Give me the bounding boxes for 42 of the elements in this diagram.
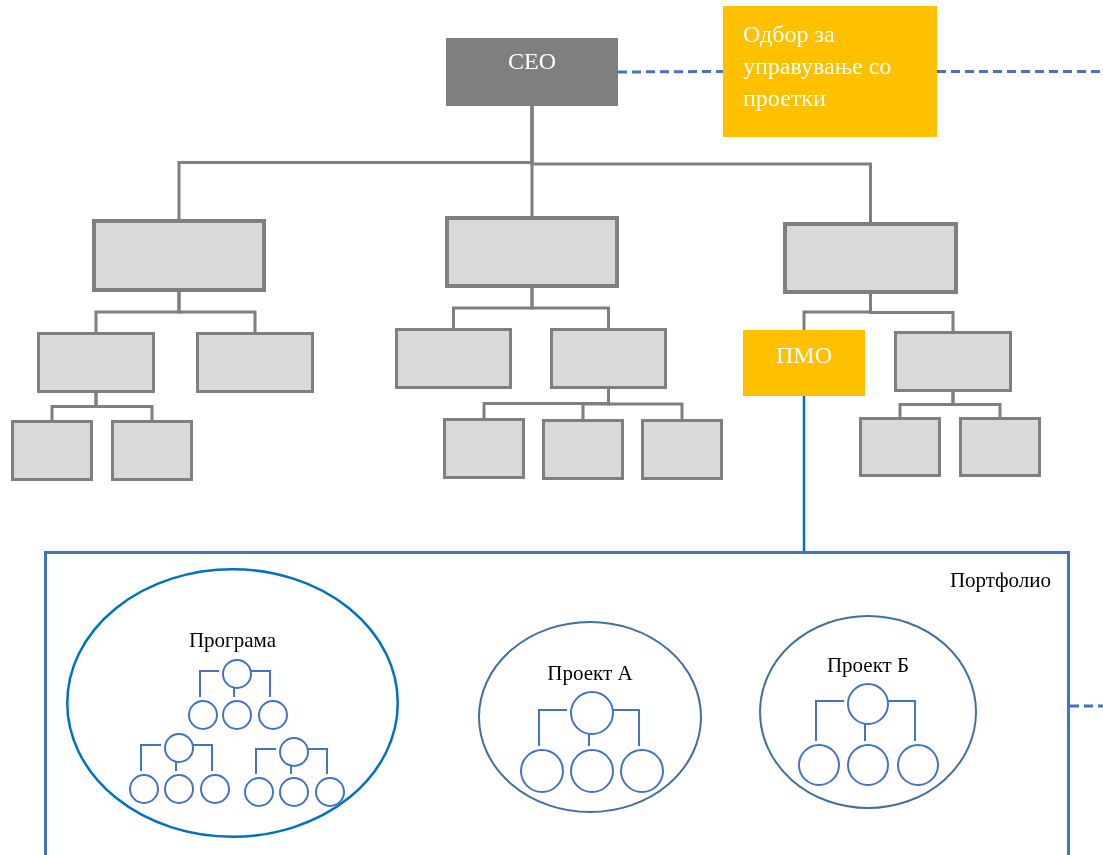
- connector-line: [255, 748, 277, 775]
- org-box: [111, 420, 193, 481]
- org-box: [542, 419, 624, 480]
- org-box: [959, 417, 1041, 477]
- committee-box: [723, 6, 937, 137]
- org-box: [859, 417, 941, 477]
- org-box: [641, 419, 723, 480]
- org-box: [92, 219, 266, 292]
- connector-line: [199, 670, 220, 698]
- org-box: [196, 332, 314, 393]
- ellipse-title: Проект А: [546, 661, 634, 686]
- role-box: [446, 38, 618, 106]
- connector-line: [869, 294, 955, 331]
- ellipse-title: Програма: [187, 628, 278, 653]
- box-label: ПМО: [775, 342, 833, 369]
- org-box: [894, 331, 1012, 392]
- connector-line: [530, 106, 872, 222]
- connector-line: [607, 389, 684, 419]
- box-label: CEO: [507, 48, 557, 75]
- ellipse-title: Проект Б: [825, 653, 911, 678]
- office-box: [743, 330, 865, 396]
- connector-line: [530, 288, 610, 328]
- dashed-line: [1070, 704, 1103, 708]
- org-box: [37, 332, 155, 393]
- dashed-line: [937, 70, 1103, 73]
- org-box: [443, 418, 525, 479]
- org-box: [550, 328, 667, 389]
- connector-line: [140, 744, 162, 772]
- portfolio-label: Портфолио: [949, 568, 1051, 593]
- box-label: Одбор за управување со проетки: [743, 20, 893, 113]
- org-box: [445, 216, 619, 288]
- connector-line: [951, 392, 1002, 417]
- connector-line: [177, 292, 257, 332]
- org-box: [395, 328, 512, 389]
- connector-line: [94, 393, 154, 420]
- portfolio-frame: [44, 551, 1070, 855]
- connector-line: [802, 396, 806, 551]
- connector-line: [815, 700, 845, 742]
- org-box: [11, 420, 93, 481]
- dashed-line: [618, 70, 723, 74]
- org-box: [783, 222, 958, 294]
- connector-line: [538, 709, 568, 747]
